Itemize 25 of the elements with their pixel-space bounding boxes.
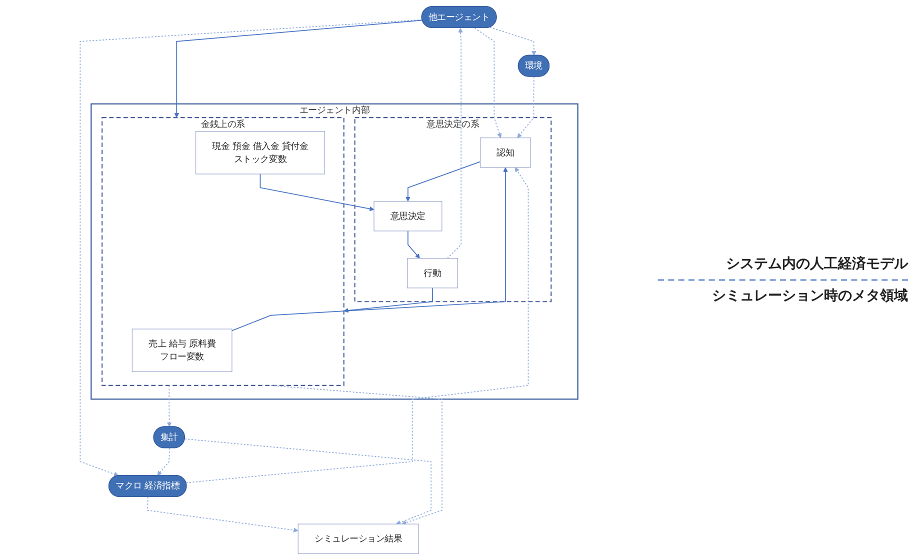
- node-box: 売上 給与 原料費 フロー変数: [132, 328, 232, 372]
- arrow: [517, 76, 534, 138]
- arrow: [474, 28, 502, 138]
- node-box: 認知: [480, 138, 531, 168]
- arrow: [174, 20, 422, 118]
- arrow: [406, 161, 481, 202]
- node-box: 現金 預金 借入金 貸付金 ストック変数: [196, 131, 325, 174]
- arrow: [446, 28, 463, 259]
- arrow: [232, 167, 508, 332]
- arrow: [489, 26, 536, 56]
- node-box: 意思決定: [374, 201, 442, 232]
- arrow: [166, 385, 172, 428]
- node-box: シミュレーション結果: [298, 524, 419, 554]
- arrow: [80, 19, 423, 476]
- arrow: [184, 438, 432, 525]
- arrow: [186, 167, 529, 484]
- arrow: [157, 448, 170, 476]
- arrow: [147, 496, 298, 532]
- arrow: [408, 230, 420, 259]
- node-box: 行動: [407, 258, 458, 288]
- region-label: システム内の人工経済モデル: [725, 255, 908, 274]
- arrow: [344, 288, 433, 313]
- region-label: シミュレーション時のメタ領域: [711, 287, 908, 306]
- arrow: [260, 174, 374, 212]
- arrow: [270, 385, 442, 525]
